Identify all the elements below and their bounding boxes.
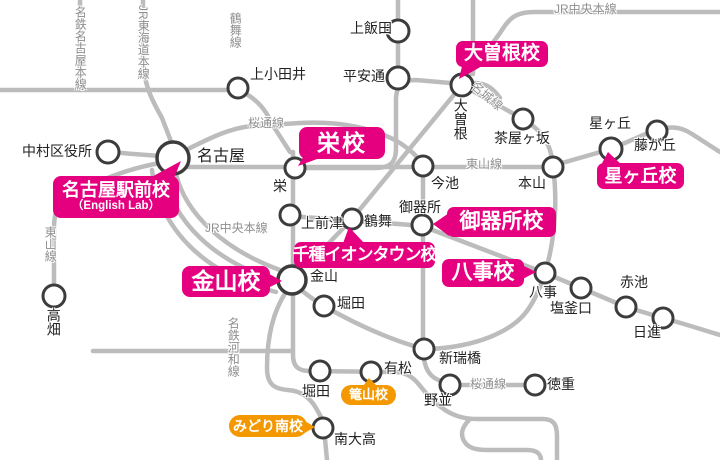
station-label: 南大高 [334, 431, 376, 447]
station-marker-kamiiida [385, 18, 411, 44]
school-badge-sublabel: （English Lab） [71, 200, 161, 213]
line-label-meitetsu-nagoya: 名鉄名古屋本線 [73, 6, 88, 90]
station-marker-shiogamaguchi [569, 276, 593, 300]
station-label: 茶屋ヶ坂 [494, 130, 550, 146]
school-badge-gokiso[interactable]: 御器所校 [447, 207, 556, 237]
school-badge-ozone[interactable]: 大曽根校 [456, 41, 548, 67]
rail-line-jr-tokaido-south [264, 289, 330, 460]
school-badge-label: 篭山校 [348, 387, 388, 403]
line-label-higashiyama: 東山線 [466, 157, 503, 171]
school-badge-label: 栄校 [317, 129, 367, 156]
station-label: 平安通 [343, 68, 385, 84]
line-label-jr-chuo-mid: JR中央本線 [205, 221, 268, 235]
station-label: 上前津 [301, 215, 343, 231]
station-label: 中村区役所 [22, 143, 92, 159]
station-label: 有松 [384, 360, 412, 376]
school-badge-label: 八事校 [451, 260, 515, 284]
station-label: 御器所 [399, 199, 441, 215]
school-badge-kagoyama[interactable]: 篭山校 [341, 385, 396, 405]
rail-line-jr-tokaido-north [140, 0, 175, 147]
station-marker-nakamura-kuyakusho [95, 139, 121, 165]
station-label: 高畑 [45, 308, 62, 336]
line-label-sakuradori-south: 桜通線 [470, 377, 507, 391]
school-badge-sakae[interactable]: 栄校 [299, 127, 385, 159]
school-badge-chikusa-aeon-town[interactable]: 千種イオンタウン校 [292, 242, 438, 268]
station-label: 日進 [633, 324, 661, 340]
station-marker-horita-subway [312, 294, 336, 318]
station-marker-akaike [614, 295, 638, 319]
station-marker-tsurumai [340, 207, 364, 231]
school-badge-label: 名古屋駅前校 [62, 180, 170, 201]
school-badge-midori-minami[interactable]: みどり南校 [229, 415, 307, 437]
station-marker-gokiso [410, 213, 434, 237]
line-label-meitetsu-kowa: 名鉄河和線 [226, 317, 241, 377]
station-marker-aratamabashi [412, 337, 436, 361]
rail-line-meijo-southeast [427, 270, 548, 352]
station-marker-tokushige [523, 373, 547, 397]
rail-line-bundle-1 [173, 171, 283, 273]
school-badge-nagoya-ekimae[interactable]: 名古屋駅前校 （English Lab） [53, 176, 179, 218]
line-label-jr-tokaido: JR東海道本線 [136, 5, 151, 80]
station-label: 塩釜口 [550, 300, 592, 316]
station-marker-kamiotai [226, 76, 250, 100]
station-marker-nonami [438, 373, 462, 397]
school-badge-yagoto[interactable]: 八事校 [442, 259, 524, 287]
station-marker-chayagasaka [511, 107, 535, 131]
station-marker-yagoto [533, 261, 557, 285]
school-badge-label: 御器所校 [459, 209, 544, 233]
station-label: 徳重 [547, 376, 575, 392]
school-badge-label: 大曽根校 [463, 43, 540, 65]
station-label: 今池 [431, 175, 459, 191]
station-label: 新瑞橋 [439, 350, 481, 366]
station-marker-nisshin [651, 306, 675, 330]
station-label: 栄 [273, 178, 287, 194]
station-marker-minami-odaka [311, 416, 335, 440]
rail-line-meijo-northeast [459, 82, 556, 170]
rail-line-meijo-southwest [293, 281, 420, 350]
station-label: 野並 [424, 392, 452, 408]
station-label: 上飯田 [350, 20, 392, 36]
badge-tail-chikusa [342, 227, 365, 246]
line-label-higashiyama-west: 東山線 [43, 226, 58, 262]
school-badge-label: みどり南校 [233, 417, 303, 434]
school-badge-label: 千種イオンタウン校 [292, 245, 438, 265]
station-label: 名古屋 [197, 148, 246, 165]
station-marker-horita-meitetsu [308, 359, 332, 383]
school-badge-hoshigaoka[interactable]: 星ヶ丘校 [597, 163, 684, 189]
station-label: 八事 [529, 284, 557, 300]
station-label: 堀田 [337, 295, 365, 311]
rail-line-ozone-east-stub [471, 80, 503, 101]
station-marker-motoyama [541, 155, 565, 179]
line-label-tsurumai: 鶴舞線 [228, 12, 243, 48]
station-marker-imaike [411, 154, 435, 178]
station-label: 堀田 [302, 383, 330, 399]
station-marker-takabata [41, 283, 67, 309]
station-marker-arimatsu [359, 360, 383, 384]
rail-line-bottom-right-inner [459, 416, 544, 460]
station-marker-heiandori [385, 65, 411, 91]
rail-line-sakuradori-mid [183, 120, 426, 169]
station-label: 星ヶ丘 [589, 115, 631, 131]
station-label: 赤池 [620, 274, 648, 290]
station-marker-kamimaezu [278, 203, 302, 227]
station-label: 藤が丘 [634, 137, 676, 153]
station-marker-fujigaoka [645, 119, 669, 143]
school-badge-label: 金山校 [191, 268, 261, 295]
station-label: 本山 [518, 175, 546, 191]
school-badge-kanayama[interactable]: 金山校 [182, 266, 270, 297]
station-label: 大曽根 [452, 98, 469, 140]
station-label: 鶴舞 [364, 213, 392, 229]
badge-tail-gokiso [433, 213, 449, 236]
station-label: 上小田井 [250, 66, 306, 82]
station-marker-kanayama [276, 264, 308, 296]
school-badge-label: 星ヶ丘校 [604, 165, 677, 186]
line-label-jr-chuo-top: JR中央本線 [554, 2, 617, 16]
station-label: 金山 [310, 268, 338, 284]
line-label-sakuradori: 桜通線 [248, 116, 285, 130]
rail-line-meitetsu-south [290, 291, 560, 460]
